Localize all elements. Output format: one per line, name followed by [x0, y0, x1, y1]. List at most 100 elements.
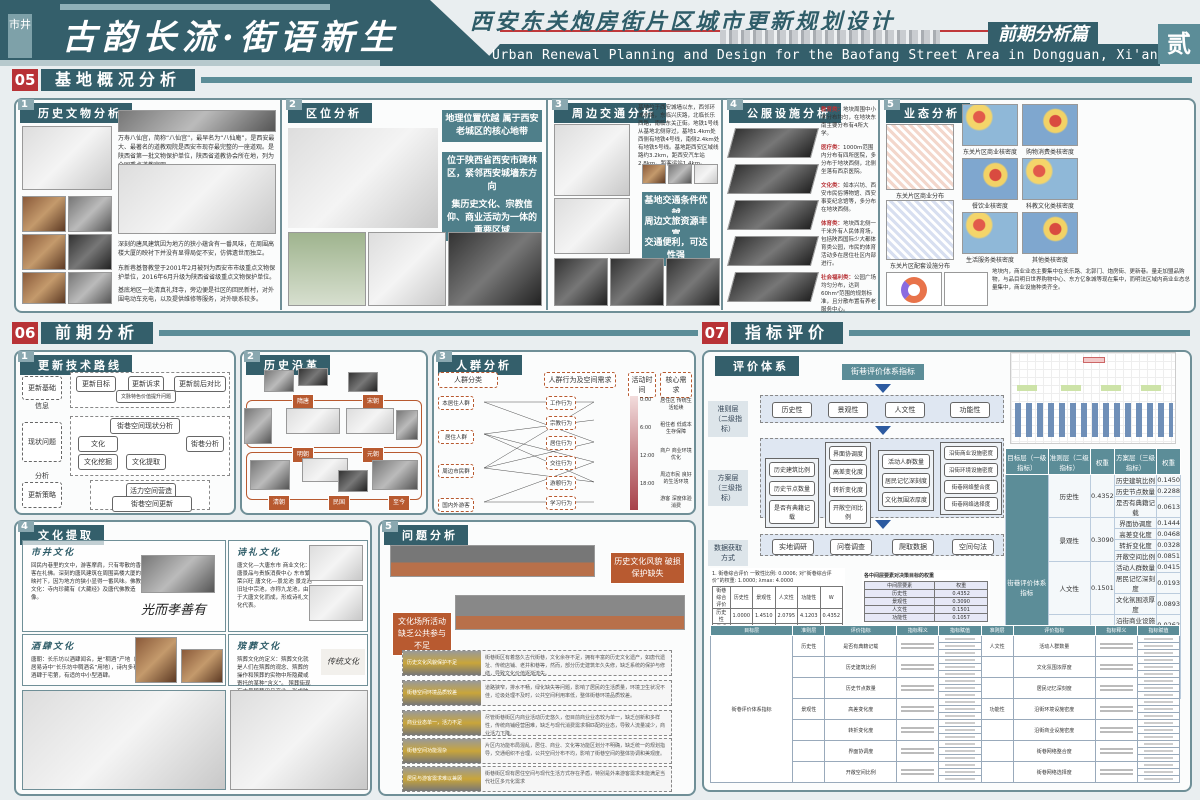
column-header: 人群分类 [438, 372, 498, 388]
value-cell [938, 733, 982, 741]
business-text: 地块内，商业业态主要集中在长乐路、北郭门、炮房街、更新巷。量走加盟品购物，与品目… [992, 269, 1191, 291]
table-header: W [819, 586, 843, 609]
indicator: 沿街商业设施密度 [944, 446, 998, 460]
criterion: 功能性 [950, 402, 990, 418]
table-row: 开敞空间比例街巷网络选择度 [711, 761, 1181, 783]
value-cell [1136, 775, 1181, 783]
panel-title-text: 公服设施分析 [747, 107, 831, 120]
table-cell: 历史性 [712, 608, 731, 624]
indicator-cell: 活动人群数量 [1113, 561, 1158, 573]
heatmap [1022, 104, 1078, 146]
definition-cell [896, 719, 940, 741]
header-band [0, 0, 500, 66]
route-row-label: 现状问题分析 [22, 422, 62, 480]
section-06-header: 06 前期分析 [12, 322, 698, 344]
route-row-label: 更新策略 [22, 482, 62, 508]
phase-label: 前期分析篇 [988, 22, 1098, 48]
definition-cell [896, 698, 940, 720]
problem-row: 居民与游客需求难以兼顾街巷街区现有居住空间与现代生活方式存在矛盾，特别是外来游客… [402, 766, 672, 792]
facility-category: 体育类： [821, 221, 844, 227]
heatmap [962, 158, 1018, 200]
table-row: 历史节点数量居民记忆深刻度 [711, 677, 1181, 699]
traffic-map [554, 124, 630, 196]
header-tag: 市井 [8, 14, 32, 58]
culture-table [22, 690, 226, 790]
table-header: 权重 [934, 581, 988, 590]
definition-cell [1094, 677, 1138, 699]
indicator-cell: 街巷网络整合度 [1012, 740, 1096, 762]
indicator-cell: 居民记忆深刻度 [1113, 572, 1158, 594]
facility-desc: 地块西北侧一千米外有人民体育场，包括陕西国际少大都体育类公园，市民的体育活动多在… [821, 221, 877, 267]
criterion-cell: 景观性 [1047, 517, 1091, 562]
culture-card: 酒肆文化 唐朝：长乐坊以酒肆闻名，是“稠酒”产地（白居易诗中“长乐坊中稠酒名”用… [22, 634, 226, 686]
layer-label: 数据获取方式 [708, 540, 748, 566]
tree-root [1083, 357, 1105, 363]
table-row [711, 775, 1181, 783]
criterion-cell [980, 761, 1014, 783]
location-highlight: 位于陕西省西安市碑林区，紧邻西安城墙东方向 [442, 152, 542, 197]
indicator-cell: 活动人群数量 [1012, 635, 1096, 657]
indicator-detail-table: 目标层准则层评价指标指标释义指标赋值准则层评价指标指标释义指标赋值 街巷评价体系… [709, 625, 1181, 783]
heritage-map [22, 126, 112, 190]
core-need: 周边市民 良好的生活环境 [660, 472, 692, 485]
culture-card-text: 唐朝：长乐坊以酒肆闻名，是“稠酒”产地（白居易诗中“长乐坊中稠酒名”用地），诗内… [31, 657, 142, 679]
behavior: 交往行为 [546, 456, 576, 470]
culture-map [230, 690, 368, 790]
value-cell [938, 712, 982, 720]
column-header: 人群行为及空间需求 [544, 372, 616, 388]
indicator-cell: 街巷网络选择度 [1012, 761, 1096, 783]
problem-label: 历史文化风貌保护不足 [407, 660, 458, 666]
behavior: 居住行为 [546, 436, 576, 450]
table-header: 历史性 [729, 586, 753, 609]
table-header: 评价指标 [824, 625, 898, 636]
definition-cell [1094, 656, 1138, 678]
criterion-cell: 人文性 [1047, 561, 1091, 615]
panel-number: 2 [286, 99, 302, 110]
panel-title-text: 区位分析 [306, 107, 362, 120]
table-header: 人文性 [774, 586, 798, 609]
photo [642, 164, 666, 184]
problem-text: 街巷街区现有居住空间与现代生活方式存在矛盾，特别是外来游客需求未能满足当代社区多… [485, 771, 666, 785]
panel-number: 4 [18, 521, 34, 532]
location-map [288, 128, 438, 228]
indicator-weight: 0.0468 [1156, 528, 1181, 540]
table-header: 指标赋值 [1136, 625, 1181, 636]
section-number: 05 [12, 69, 38, 91]
behavior: 学习行为 [546, 496, 576, 510]
business-map [886, 124, 954, 190]
panel-number: 3 [552, 99, 568, 110]
layer-map [726, 200, 820, 230]
criterion-weight: 0.1501 [1090, 561, 1115, 615]
facility-item: 社会福利类：公园广场均匀分布，达到60hm²范围的规划标准，且分散布置有养老服务… [821, 274, 877, 314]
section-number: 06 [12, 322, 38, 344]
value-cell [938, 768, 982, 776]
section-title: 基地概况分析 [41, 69, 196, 91]
street-collage [390, 545, 595, 577]
road-map [554, 198, 630, 254]
layer-map [726, 128, 820, 158]
table-cell: 2.0795 [774, 608, 798, 624]
value-cell [938, 775, 982, 783]
table-header: 指标释义 [1094, 625, 1138, 636]
behavior: 游憩行为 [546, 476, 576, 490]
indicator: 活动人群数量 [882, 454, 930, 469]
facility-category: 教育类： [821, 107, 844, 113]
value-cell [938, 754, 982, 762]
criterion-cell [792, 719, 826, 741]
tree-node [1061, 385, 1081, 391]
value-cell [938, 642, 982, 650]
photo [403, 681, 481, 705]
table-cell: 1.0000 [729, 608, 753, 624]
photo [298, 368, 328, 386]
photo [141, 555, 215, 593]
crowd-group: 居住人群 [438, 430, 474, 444]
table-cell: 历史性 [863, 589, 936, 598]
route-node: 街巷空间现状分析 [110, 418, 180, 434]
arrow-down-icon [875, 426, 891, 435]
